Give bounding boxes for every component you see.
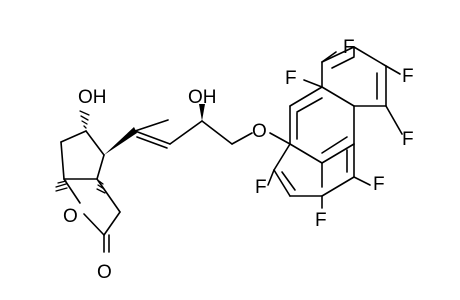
atom-label-f7: F bbox=[315, 210, 327, 231]
atom-label-f4: F bbox=[402, 129, 414, 150]
fluorine-bonds bbox=[267, 46, 403, 209]
atom-label-f6: F bbox=[255, 177, 267, 198]
hashed-bond-c3a bbox=[55, 180, 68, 192]
atom-label-o-ether: O bbox=[252, 121, 267, 142]
hashed-bond-oh-ring bbox=[79, 110, 90, 129]
atom-label-f2: F bbox=[285, 68, 297, 89]
atom-label-f3: F bbox=[402, 66, 414, 87]
atom-label-f1: F bbox=[343, 37, 355, 58]
naphthalene-ring bbox=[273, 46, 387, 197]
atom-label-o-lactone-ring: O bbox=[63, 206, 78, 227]
wedge-bond-oh-chain bbox=[199, 104, 205, 121]
atom-label-oh-ring: OH bbox=[78, 87, 107, 108]
wedge-bond-side-chain bbox=[104, 127, 137, 155]
cyclopentane-ring bbox=[60, 130, 105, 180]
atom-label-oh-chain: OH bbox=[188, 87, 217, 108]
atom-label-f5: F bbox=[373, 174, 385, 195]
atom-label-o-carbonyl: O bbox=[97, 262, 112, 283]
lactone-ring bbox=[63, 178, 121, 253]
hashed-bond-c6a bbox=[96, 180, 106, 194]
side-chain bbox=[134, 119, 291, 149]
